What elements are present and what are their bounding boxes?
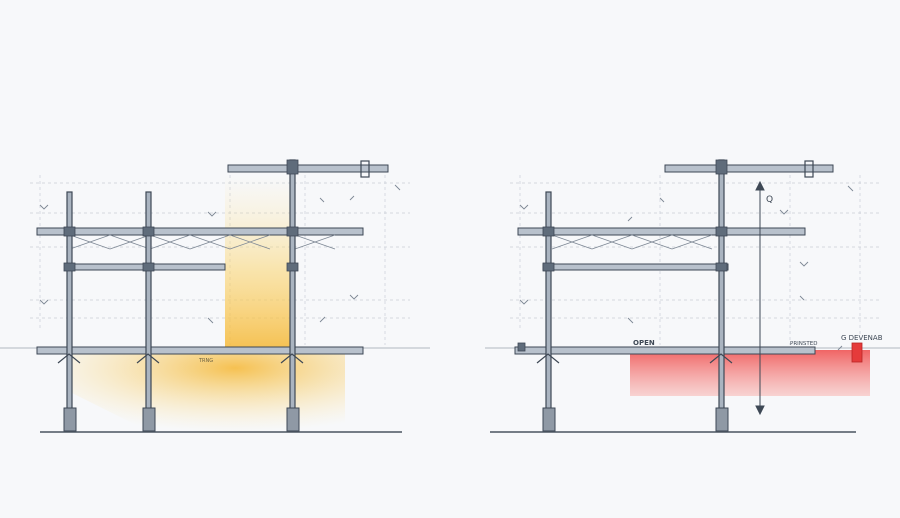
left-base-plates: [63, 407, 300, 432]
right-top-beam: [664, 164, 834, 173]
right-mid-beam: [542, 263, 729, 271]
right-mid-label: PRINSTED: [790, 341, 817, 347]
left-knee-braces: [57, 353, 304, 364]
right-deck-beam: [514, 346, 816, 355]
right-edge-label: G DEVENAB: [841, 334, 883, 342]
left-annotation-marks: [39, 184, 401, 324]
left-guide-lines: [30, 175, 410, 345]
right-dimension-label: Q: [766, 195, 773, 205]
right-red-zone-highlight: [630, 350, 870, 396]
left-couplers: [63, 159, 299, 272]
right-knee-braces: [536, 353, 733, 364]
right-open-label: OPEN: [633, 339, 655, 347]
right-annotation-marks: [519, 185, 854, 351]
left-scaffold-panel: TRNG: [0, 159, 430, 433]
left-deck-beam: [36, 346, 364, 355]
right-couplers: [517, 159, 728, 352]
right-base-plates: [542, 407, 729, 432]
left-top-beam: [227, 164, 389, 173]
left-highlight-label: TRNG: [198, 358, 213, 364]
right-guide-lines: [510, 175, 880, 345]
left-upper-truss: [36, 227, 364, 250]
right-upper-truss: [517, 227, 806, 250]
right-scaffold-panel: Q OPEN PRINSTED G DEVENAB: [485, 159, 900, 433]
left-yellow-column-highlight: [225, 175, 291, 350]
right-height-dimension: [755, 180, 765, 416]
right-red-marker: [851, 342, 863, 363]
left-yellow-floor-highlight: [70, 352, 345, 432]
